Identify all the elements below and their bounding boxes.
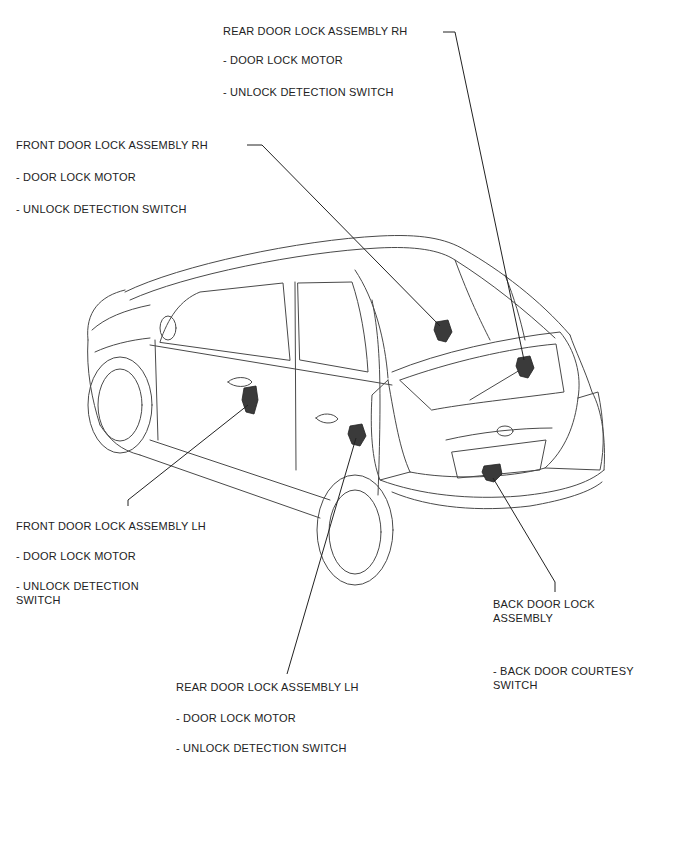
part-label: - DOOR LOCK MOTOR: [16, 170, 136, 184]
part-label: - DOOR LOCK MOTOR: [223, 53, 343, 67]
part-label: - UNLOCK DETECTION SWITCH: [176, 741, 347, 755]
part-label: - DOOR LOCK MOTOR: [16, 549, 136, 563]
part-label: - UNLOCK DETECTION SWITCH: [223, 85, 394, 99]
part-label: FRONT DOOR LOCK ASSEMBLY LH: [16, 519, 206, 533]
part-label: - UNLOCK DETECTION SWITCH: [16, 202, 187, 216]
part-label: FRONT DOOR LOCK ASSEMBLY RH: [16, 138, 208, 152]
part-label: REAR DOOR LOCK ASSEMBLY LH: [176, 680, 359, 694]
part-label: BACK DOOR LOCK ASSEMBLY: [493, 597, 615, 625]
part-label: - UNLOCK DETECTION SWITCH: [16, 579, 156, 607]
part-label: REAR DOOR LOCK ASSEMBLY RH: [223, 24, 408, 38]
part-label: - BACK DOOR COURTESY SWITCH: [493, 664, 658, 692]
part-label: - DOOR LOCK MOTOR: [176, 711, 296, 725]
